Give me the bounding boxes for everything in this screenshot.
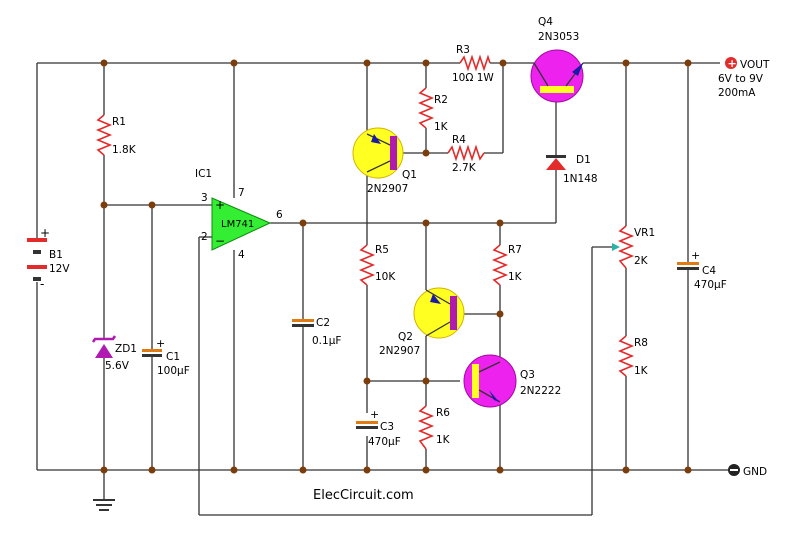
svg-text:-: - [40,277,44,291]
svg-text:+: + [156,337,165,350]
q1-part-number: 2N2907 [367,183,408,195]
battery-b1: + - [27,226,50,291]
gnd-terminal [728,464,740,476]
c2-value: 0.1µF [312,335,341,347]
r1-value: 1.8K [112,144,137,156]
c2-capacitor [292,319,314,322]
r8-resistor [617,335,635,377]
r3-value: 10Ω 1W [452,72,494,84]
transistor-q3 [463,354,517,408]
vout-current: 200mA [718,87,756,99]
r8-value: 1K [634,365,649,377]
vout-label: VOUT [740,59,770,71]
c2-label: C2 [316,317,330,329]
q2-part-number: 2N2907 [379,345,420,357]
r7-resistor [491,244,509,286]
q4-part-number: 2N3053 [538,31,579,43]
r6-resistor [417,405,435,450]
svg-text:+: + [370,408,379,421]
component-labels: R1 1.8K B1 12V ZD1 5.6V C1 100µF IC1 LM7… [49,16,770,503]
pin-2: 2 [201,231,208,243]
r7-value: 1K [508,271,523,283]
q4-label: Q4 [538,16,553,28]
svg-text:+: + [215,198,225,212]
transistor-q1 [352,127,404,179]
r1-resistor [95,114,113,156]
r1-label: R1 [112,116,126,128]
vr1-wiper-arrow [612,243,620,251]
c1-label: C1 [166,351,180,363]
wires [36,62,728,516]
r6-label: R6 [436,407,450,419]
ic-part-number: LM741 [221,219,254,230]
zd1-label: ZD1 [115,343,137,355]
b1-label: B1 [49,249,63,261]
r4-value: 2.7K [452,162,477,174]
c3-value: 470µF [368,436,401,448]
pin-7: 7 [238,187,245,199]
capacitors: + + + [142,249,700,429]
q3-label: Q3 [520,369,535,381]
r4-label: R4 [452,134,466,146]
vout-range: 6V to 9V [718,73,764,85]
c4-label: C4 [702,265,716,277]
c3-label: C3 [380,421,394,433]
pin-3: 3 [201,192,208,204]
svg-text:+: + [691,249,700,262]
r2-value: 1K [434,121,449,133]
vout-terminal: + [725,57,737,70]
opamp-ic1: + − [211,197,272,251]
vr1-label: VR1 [634,227,655,239]
r5-resistor [358,244,376,286]
pin-6: 6 [276,209,283,221]
zener-zd1 [91,335,117,358]
r7-label: R7 [508,244,522,256]
r3-label: R3 [456,44,470,56]
r2-label: R2 [434,94,448,106]
c1-value: 100µF [157,365,190,377]
pin-4: 4 [238,249,245,261]
resistors [95,54,635,450]
q1-label: Q1 [402,169,417,181]
q2-label: Q2 [398,331,413,343]
c3-capacitor [356,421,378,424]
svg-text:−: − [215,234,225,248]
d1-part-number: 1N148 [563,173,598,185]
c4-capacitor [677,262,699,265]
r3-resistor [459,54,491,72]
r6-value: 1K [436,434,451,446]
r5-value: 10K [375,271,396,283]
ground-icon [93,499,115,511]
svg-text:+: + [728,57,737,70]
c1-capacitor [142,349,162,352]
r8-label: R8 [634,337,648,349]
junction-nodes [100,59,692,474]
diode-d1 [546,155,566,170]
b1-value: 12V [49,263,70,275]
r4-resistor [447,144,485,162]
vr1-potentiometer [617,225,635,269]
credit-text: ElecCircuit.com [313,488,414,503]
r5-label: R5 [375,244,389,256]
q3-part-number: 2N2222 [520,385,561,397]
zd1-value: 5.6V [105,360,130,372]
transistor-q4 [530,49,584,103]
r2-resistor [417,87,435,129]
ic1-label: IC1 [195,168,212,180]
svg-text:+: + [40,226,50,240]
vr1-value: 2K [634,255,649,267]
c4-value: 470µF [694,279,727,291]
d1-label: D1 [576,154,591,166]
gnd-label: GND [743,466,767,478]
transistor-q2 [413,287,465,339]
